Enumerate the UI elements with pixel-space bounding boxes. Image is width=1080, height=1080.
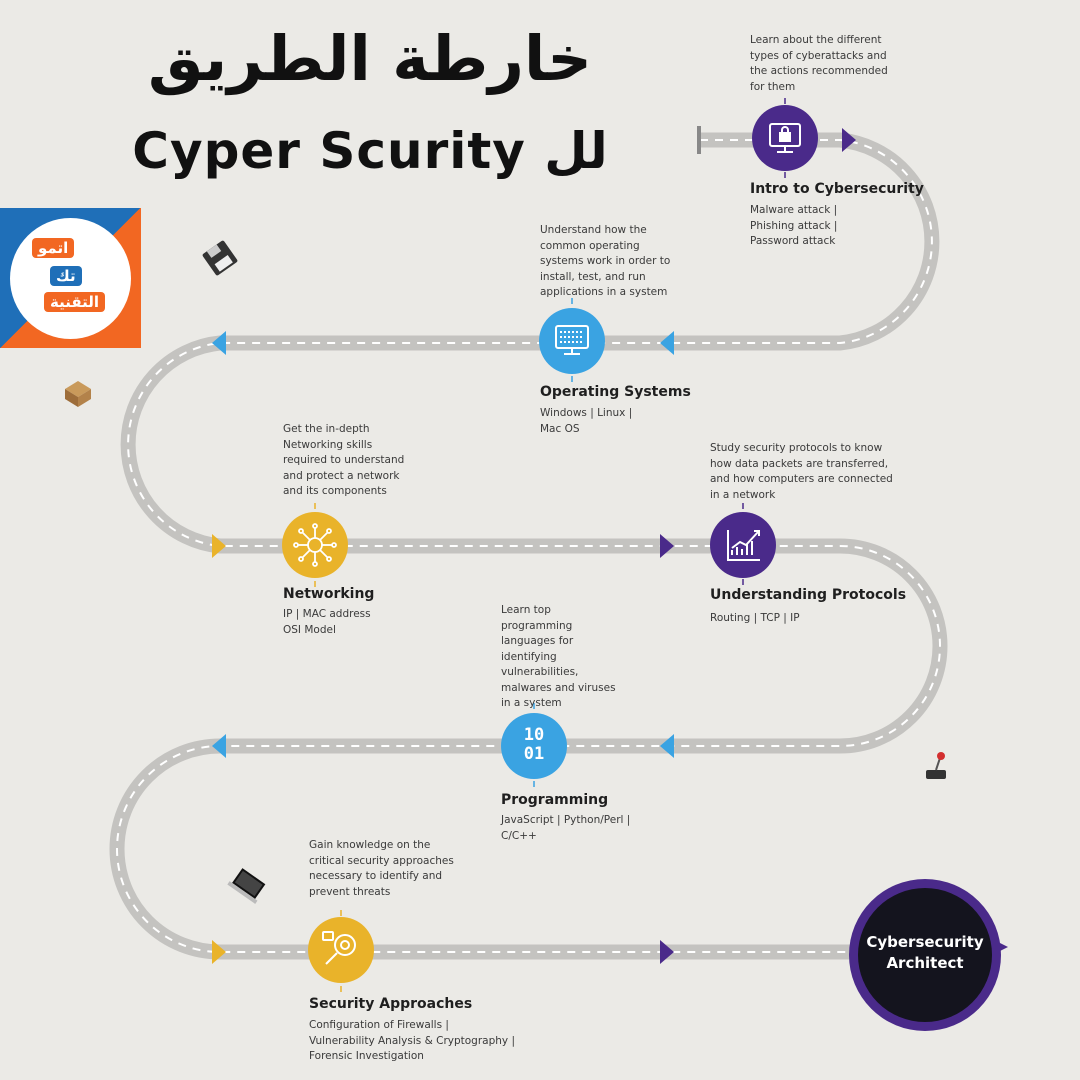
milestone-intro-node <box>752 98 818 178</box>
lock-monitor-icon <box>769 123 801 153</box>
os-description: Understand how the common operating syst… <box>540 224 671 298</box>
protocols-title: Understanding Protocols <box>710 587 907 603</box>
laptop-icon <box>227 868 266 904</box>
floppy-disk-icon <box>202 240 238 276</box>
network-hub-icon <box>293 523 337 567</box>
road-arrow <box>212 940 226 964</box>
security-description: Gain knowledge on the critical security … <box>309 839 454 898</box>
milestone-protocols-node <box>710 503 776 585</box>
milestone-os-node <box>539 298 605 382</box>
keyboard-monitor-icon <box>555 325 589 355</box>
intro-subtopics: Malware attack | Phishing attack | Passw… <box>750 204 838 247</box>
binary-code-bottom: 01 <box>523 744 545 764</box>
os-title: Operating Systems <box>540 384 691 400</box>
programming-subtopics: JavaScript | Python/Perl | C/C++ <box>501 814 631 842</box>
road-arrow <box>212 331 226 355</box>
intro-title: Intro to Cybersecurity <box>750 181 924 197</box>
networking-title: Networking <box>283 586 375 602</box>
logo-text-line2: تك <box>50 266 82 286</box>
milestone-networking-node <box>282 503 348 587</box>
milestone-security-node <box>308 910 374 992</box>
security-title: Security Approaches <box>309 996 473 1012</box>
page-title-english: Cyper Scurity لل <box>132 122 608 180</box>
road-arrow <box>660 940 674 964</box>
box-icon <box>65 381 91 407</box>
protocols-description: Study security protocols to know how dat… <box>710 442 893 501</box>
page-title-arabic: خارطة الطريق <box>148 22 592 95</box>
joystick-icon <box>926 752 946 779</box>
programming-title: Programming <box>501 792 609 808</box>
programming-description: Learn top programming languages for iden… <box>501 604 616 709</box>
binary-code-top: 10 <box>523 725 545 745</box>
intro-description: Learn about the different types of cyber… <box>750 34 888 93</box>
road-arrow <box>660 534 674 558</box>
rising-chart-icon <box>727 530 760 561</box>
networking-description: Get the in-depth Networking skills requi… <box>283 423 405 497</box>
road-centerline <box>116 139 941 953</box>
final-goal-node <box>849 879 1008 1031</box>
milestone-programming-node <box>501 703 567 787</box>
road-arrow <box>660 734 674 758</box>
logo-text-line1: اتمو <box>32 238 75 258</box>
final-goal-label: Cybersecurity Architect <box>866 933 984 972</box>
road-arrow <box>660 331 674 355</box>
logo-text-line3: التقنية <box>44 292 106 312</box>
os-subtopics: Windows | Linux | Mac OS <box>540 407 633 435</box>
road-arrow <box>212 534 226 558</box>
road-arrow <box>212 734 226 758</box>
protocols-subtopics: Routing | TCP | IP <box>710 612 800 624</box>
magnifier-gear-icon <box>322 931 356 965</box>
networking-subtopics: IP | MAC address OSI Model <box>283 608 371 636</box>
binary-code-icon: 10 01 <box>514 726 554 764</box>
road-arrow <box>842 128 856 152</box>
security-subtopics: Configuration of Firewalls | Vulnerabili… <box>309 1019 516 1062</box>
road-start-bar <box>697 126 701 154</box>
